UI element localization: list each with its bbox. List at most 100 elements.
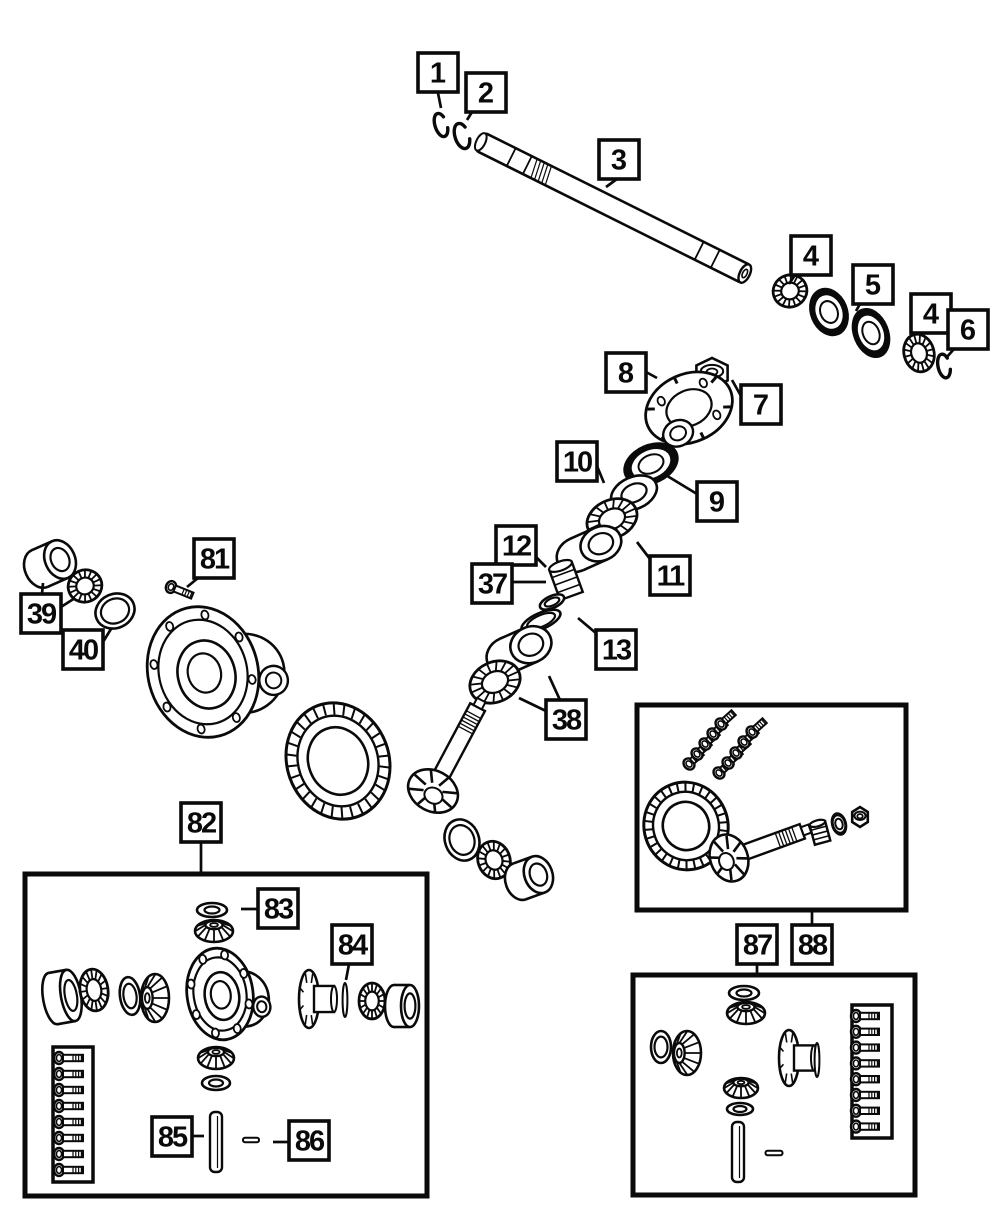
kit87-bolts-bolt-8 xyxy=(849,1119,880,1134)
callout-8[interactable]: 8 xyxy=(604,351,648,394)
kit82-bolts-bolt-5 xyxy=(52,1114,84,1130)
callout-37-number: 37 xyxy=(478,569,507,601)
callout-38[interactable]: 38 xyxy=(544,698,588,741)
rear-pinion-bearing-38 xyxy=(468,659,522,705)
differential-case-82 xyxy=(145,605,290,739)
callout-11[interactable]: 11 xyxy=(648,554,692,597)
callout-88-number: 88 xyxy=(798,930,828,962)
callout-4[interactable]: 4 xyxy=(909,292,953,335)
callout-86[interactable]: 86 xyxy=(287,1119,331,1162)
callout-81-number: 81 xyxy=(200,544,230,576)
kit82-cross-shaft-85 xyxy=(208,1110,224,1174)
kit87-bolts-bolt-7 xyxy=(849,1103,880,1119)
callout-4-number: 4 xyxy=(803,241,819,273)
kit87-roll-pin xyxy=(764,1149,784,1157)
callout-85-number: 85 xyxy=(158,1122,188,1154)
kit82-bolts-bolt-4 xyxy=(52,1098,84,1114)
callout-13[interactable]: 13 xyxy=(594,628,638,671)
callout-9[interactable]: 9 xyxy=(695,480,739,523)
callout-40[interactable]: 40 xyxy=(61,628,105,671)
shim-ring-small xyxy=(538,593,566,611)
callout-84-leader-1 xyxy=(344,963,351,981)
callout-13-number: 13 xyxy=(602,635,632,667)
kit82-bolts-bolt-7 xyxy=(52,1146,84,1162)
callout-84-number: 84 xyxy=(338,930,368,962)
callout-83[interactable]: 83 xyxy=(256,887,300,930)
callout-87[interactable]: 87 xyxy=(735,923,779,966)
callout-4-number: 4 xyxy=(923,299,939,331)
callout-12[interactable]: 12 xyxy=(494,524,538,567)
kit82-thrust-washer-bottom xyxy=(200,1074,232,1092)
callout-11-number: 11 xyxy=(657,561,686,593)
callout-5-number: 5 xyxy=(865,270,881,302)
kit87-bolts-bolt-2 xyxy=(849,1024,880,1040)
kit87-side-gear-left xyxy=(671,1029,703,1077)
kit82-bolts-bolt-2 xyxy=(52,1066,84,1082)
kit82-spider-gear-bottom xyxy=(196,1045,236,1071)
callout-82-number: 82 xyxy=(187,808,216,840)
kit82-shim-84 xyxy=(341,982,349,1018)
callout-37[interactable]: 37 xyxy=(470,562,514,605)
callout-87-number: 87 xyxy=(743,930,772,962)
callout-10-number: 10 xyxy=(563,447,592,479)
kit82-spider-gear-top xyxy=(193,918,235,944)
kit88-bolts-row-2-bolt-5 xyxy=(745,716,769,739)
kit88-bolts-row-1-bolt-5 xyxy=(714,708,738,731)
callout-5[interactable]: 5 xyxy=(851,263,895,306)
callout-10[interactable]: 10 xyxy=(555,440,599,483)
callout-2[interactable]: 2 xyxy=(464,71,508,114)
callout-11-leader-1 xyxy=(635,541,652,560)
kit82-side-gear-right xyxy=(297,968,338,1030)
callout-39-leader-1 xyxy=(40,582,45,595)
kit-box-88 xyxy=(634,702,909,913)
callout-85[interactable]: 85 xyxy=(150,1115,194,1158)
callout-83-number: 83 xyxy=(264,894,294,926)
axle-shaft-3 xyxy=(473,132,753,284)
companion-flange-8 xyxy=(644,370,734,448)
seal-inner xyxy=(809,287,849,337)
callout-3[interactable]: 3 xyxy=(597,138,641,181)
callout-81[interactable]: 81 xyxy=(192,537,236,580)
kit82-side-gear-left xyxy=(139,972,171,1024)
kit82-bolts-bolt-3 xyxy=(52,1082,84,1098)
pinion-bearing-lower xyxy=(476,839,512,881)
kit87-bolts-bolt-1 xyxy=(849,1008,880,1024)
kit82-case xyxy=(185,946,272,1042)
callout-88[interactable]: 88 xyxy=(790,923,834,966)
bolt-81 xyxy=(164,579,195,600)
callout-6-number: 6 xyxy=(960,315,976,347)
kit82-bearing-left xyxy=(78,967,110,1013)
callout-84[interactable]: 84 xyxy=(330,923,374,966)
callout-39-number: 39 xyxy=(27,599,57,631)
snap-ring-1 xyxy=(432,111,450,139)
seal-5 xyxy=(851,307,891,359)
kit88-washer xyxy=(830,812,848,836)
callout-6[interactable]: 6 xyxy=(946,308,990,351)
callout-7[interactable]: 7 xyxy=(739,383,783,426)
drive-pinion xyxy=(406,696,487,814)
kit88-ring-gear xyxy=(642,780,730,872)
seal-40 xyxy=(94,592,136,630)
callout-4[interactable]: 4 xyxy=(789,234,833,277)
kit82-bearing-cup-right xyxy=(383,983,421,1029)
kit82-bearing-cup-left xyxy=(41,968,83,1026)
kit87-bolts-bolt-4 xyxy=(849,1056,880,1071)
bearing-cup-12 xyxy=(555,524,623,574)
callout-39[interactable]: 39 xyxy=(19,592,63,635)
kit82-bolts-bolt-6 xyxy=(52,1130,84,1146)
callout-40-number: 40 xyxy=(69,635,98,667)
callout-38-number: 38 xyxy=(552,705,582,737)
callout-1[interactable]: 1 xyxy=(416,51,460,94)
callout-1-number: 1 xyxy=(430,58,446,90)
pinion-cup-lower xyxy=(503,854,555,902)
kit88-pinion xyxy=(708,822,813,883)
kit87-spider-gear-bottom xyxy=(722,1076,760,1100)
callout-38-leader-1 xyxy=(547,675,562,701)
side-bearing-39 xyxy=(66,568,104,604)
callout-86-number: 86 xyxy=(295,1126,325,1158)
callout-82[interactable]: 82 xyxy=(179,801,223,844)
kit87-bolts-bolt-6 xyxy=(849,1087,880,1103)
bearing-4-rear xyxy=(902,332,936,374)
